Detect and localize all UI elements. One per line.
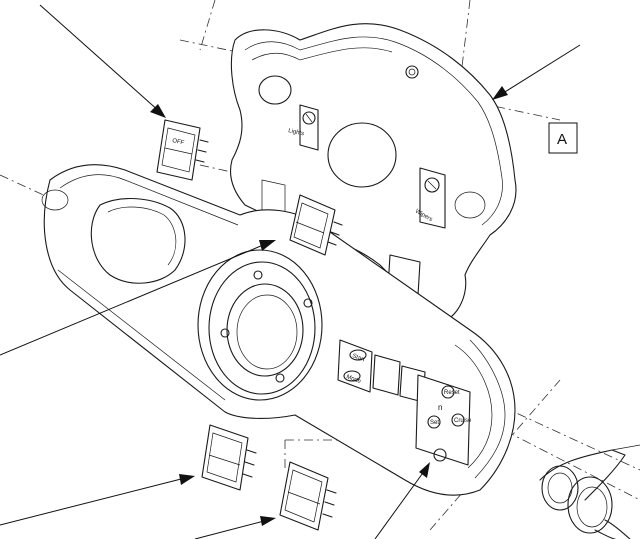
hood-right-button-set: Set	[430, 420, 439, 426]
cable-connector	[539, 444, 640, 539]
upper-bracket: Lights Wipers	[229, 23, 517, 323]
switch-upper-off: OFF	[172, 138, 185, 146]
right-button-panel: Reset Set Cruise n	[415, 374, 472, 466]
main-housing	[41, 164, 516, 496]
leader-lines	[0, 4, 581, 539]
rocker-switch-middle	[289, 194, 343, 256]
rocker-switch-lower-center	[279, 461, 337, 531]
hood-left-button-start: Start	[351, 353, 365, 363]
indicator-letter: n	[438, 403, 442, 412]
callout-label: A	[557, 131, 567, 148]
left-button-panel: Start Mode	[337, 339, 373, 393]
callout-a: A	[548, 122, 578, 154]
hood-left-button-mode: Mode	[345, 374, 362, 385]
upper-left-button-label: Lights	[288, 128, 305, 137]
rocker-switch-upper: OFF	[156, 119, 209, 181]
hood-right-button-reset: Reset	[444, 390, 460, 396]
hood-right-button-cruise: Cruise	[454, 418, 472, 424]
rocker-switch-lower-left	[201, 424, 257, 491]
